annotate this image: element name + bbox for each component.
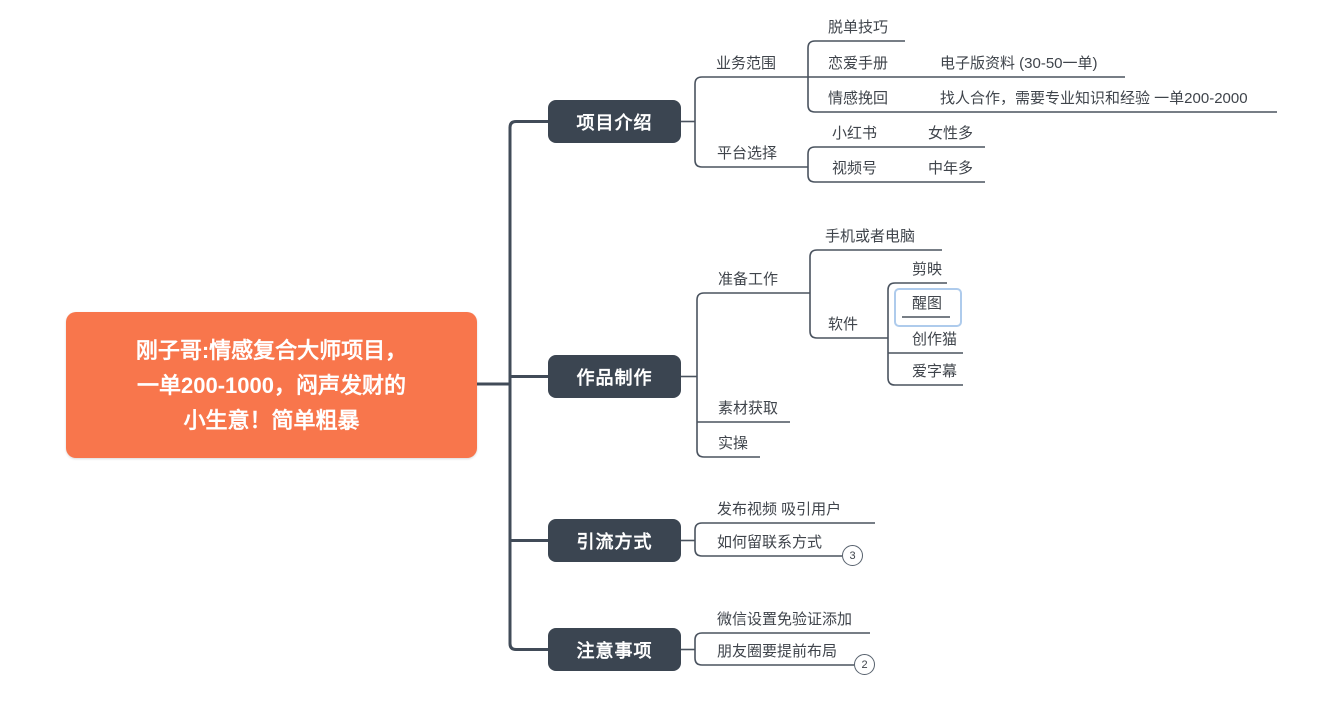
branch-project-intro[interactable]: 项目介绍 bbox=[548, 100, 681, 143]
node-love-manual[interactable]: 恋爱手册 bbox=[828, 55, 889, 72]
node-moments-layout[interactable]: 朋友圈要提前布局 bbox=[717, 643, 838, 660]
root-node[interactable]: 刚子哥:情感复合大师项目， 一单200-1000，闷声发财的 小生意！简单粗暴 bbox=[66, 312, 477, 458]
node-software[interactable]: 软件 bbox=[828, 316, 859, 333]
node-chuangzuomao[interactable]: 创作猫 bbox=[912, 331, 958, 348]
badge-collapsed-count-precaution[interactable]: 2 bbox=[854, 654, 875, 675]
node-video-account[interactable]: 视频号 bbox=[832, 160, 878, 177]
wire-trunk-vertical bbox=[508, 120, 548, 651]
root-line-1: 刚子哥:情感复合大师项目， bbox=[135, 337, 408, 363]
node-phone-or-computer[interactable]: 手机或者电脑 bbox=[825, 228, 916, 245]
node-material-acquisition[interactable]: 素材获取 bbox=[718, 400, 779, 417]
node-platform-choice[interactable]: 平台选择 bbox=[717, 145, 778, 162]
wire-intro-bracket bbox=[694, 76, 808, 168]
wire-traffic-bracket bbox=[694, 522, 875, 557]
node-xingtu-selected[interactable]: 醒图 bbox=[912, 295, 943, 312]
badge-collapsed-count-traffic[interactable]: 3 bbox=[842, 545, 863, 566]
selected-node-frame bbox=[894, 288, 962, 327]
node-jianying[interactable]: 剪映 bbox=[912, 261, 943, 278]
root-line-3: 小生意！简单粗暴 bbox=[183, 407, 360, 433]
node-dating-tips[interactable]: 脱单技巧 bbox=[828, 19, 889, 36]
node-xiaohongshu[interactable]: 小红书 bbox=[832, 125, 878, 142]
node-preparation[interactable]: 准备工作 bbox=[718, 271, 779, 288]
wire-platform-bracket bbox=[807, 146, 985, 183]
node-wechat-no-verification[interactable]: 微信设置免验证添加 bbox=[717, 611, 853, 628]
wire-precaution-bracket bbox=[694, 632, 870, 666]
wire-software-bracket bbox=[887, 282, 963, 386]
note-mostly-women[interactable]: 女性多 bbox=[928, 125, 974, 142]
note-cooperation-price[interactable]: 找人合作，需要专业知识和经验 一单200-2000 bbox=[940, 90, 1248, 107]
branch-precautions[interactable]: 注意事项 bbox=[548, 628, 681, 671]
note-ebook-price[interactable]: 电子版资料 (30-50一单) bbox=[940, 55, 1098, 72]
note-middle-aged[interactable]: 中年多 bbox=[928, 160, 974, 177]
wire-production-bracket bbox=[696, 292, 810, 458]
node-publish-videos-attract-users[interactable]: 发布视频 吸引用户 bbox=[717, 501, 842, 518]
branch-traffic-methods[interactable]: 引流方式 bbox=[548, 519, 681, 562]
branch-content-production[interactable]: 作品制作 bbox=[548, 355, 681, 398]
node-practice[interactable]: 实操 bbox=[718, 435, 749, 452]
wire-preparation-bracket bbox=[809, 249, 942, 339]
node-aizimu[interactable]: 爱字幕 bbox=[912, 363, 958, 380]
root-line-2: 一单200-1000，闷声发财的 bbox=[137, 372, 406, 398]
node-relationship-recovery[interactable]: 情感挽回 bbox=[828, 90, 889, 107]
node-how-to-leave-contact[interactable]: 如何留联系方式 bbox=[717, 534, 823, 551]
node-business-scope[interactable]: 业务范围 bbox=[716, 55, 777, 72]
